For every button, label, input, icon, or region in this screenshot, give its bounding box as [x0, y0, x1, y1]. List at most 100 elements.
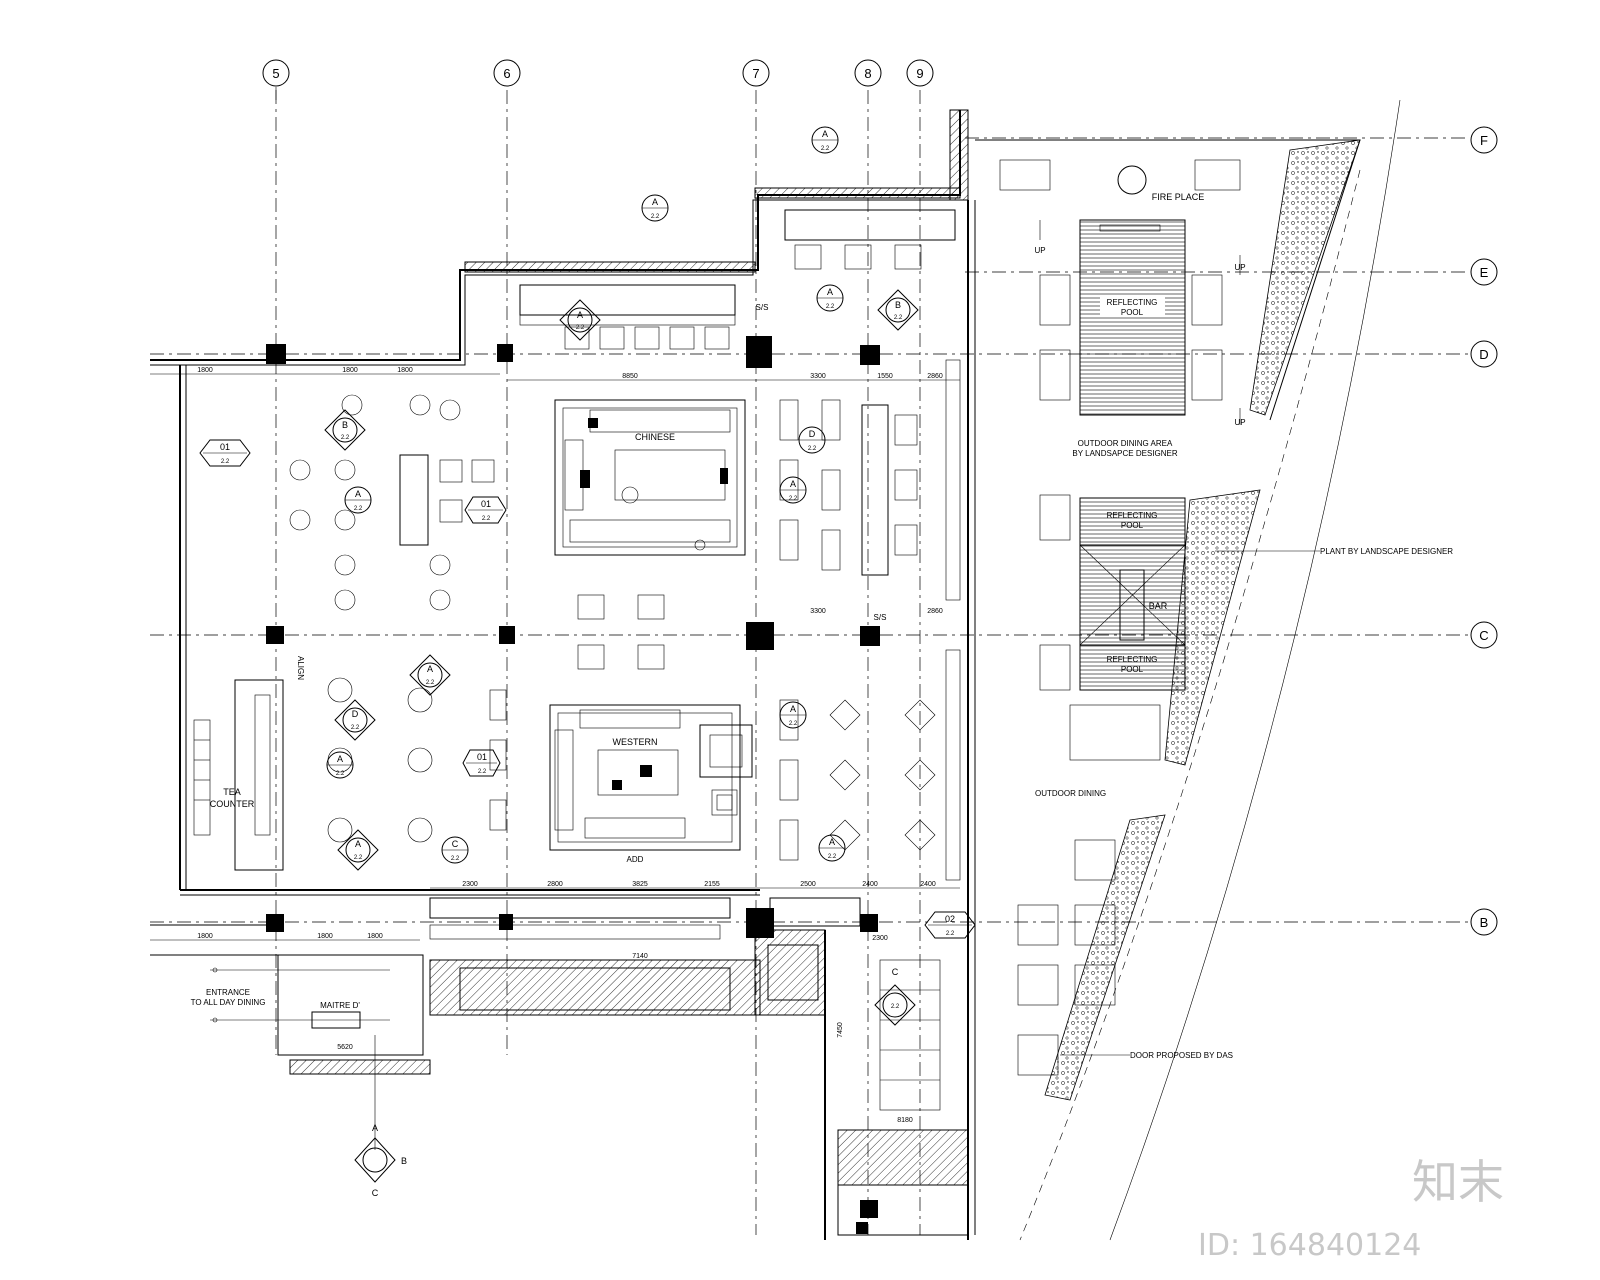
svg-text:REFLECTING: REFLECTING	[1107, 655, 1158, 664]
svg-text:D: D	[352, 709, 359, 719]
svg-text:2.2: 2.2	[828, 854, 837, 860]
booth-seating-top	[519, 209, 956, 350]
grid-bubble-E: E	[1470, 258, 1498, 286]
svg-text:7450: 7450	[837, 1022, 844, 1038]
svg-text:OUTDOOR DINING AREA: OUTDOOR DINING AREA	[1078, 439, 1173, 448]
grid-bubble-B: B	[1470, 908, 1498, 936]
svg-text:1800: 1800	[197, 933, 213, 940]
elevation-marker: A 2.2	[326, 751, 354, 779]
svg-text:B: B	[895, 300, 901, 310]
svg-text:ALIGN: ALIGN	[296, 656, 305, 680]
svg-text:2.2: 2.2	[351, 725, 360, 731]
svg-text:8850: 8850	[622, 373, 638, 380]
tag-01-center: 01 2.2	[464, 496, 507, 524]
elevation-marker: A 2.2	[641, 194, 669, 222]
grid-bubble-6: 6	[493, 59, 521, 87]
outdoor-area: FIRE PLACE REFLECTING POOL REFLECTING PO…	[975, 99, 1401, 1241]
svg-text:A: A	[827, 287, 833, 297]
outdoor-annotations: OUTDOOR DINING AREA BY LANDSAPCE DESIGNE…	[1035, 439, 1453, 1060]
grid-bubble-7: 7	[742, 59, 770, 87]
svg-text:2.2: 2.2	[576, 325, 585, 331]
svg-text:REFLECTING: REFLECTING	[1107, 298, 1158, 307]
svg-text:2155: 2155	[704, 881, 720, 888]
watermark-logo: 知末	[1412, 1155, 1504, 1209]
svg-text:1800: 1800	[317, 933, 333, 940]
section-marker-bottom: A B C	[354, 1035, 407, 1198]
svg-text:2400: 2400	[920, 881, 936, 888]
svg-text:1800: 1800	[197, 367, 213, 374]
elevation-marker: D 2.2	[334, 699, 376, 741]
svg-text:2.2: 2.2	[482, 516, 491, 522]
four-top-tables	[829, 699, 936, 851]
svg-text:ENTRANCE: ENTRANCE	[206, 988, 250, 997]
zone-label-chinese: CHINESE	[635, 432, 675, 442]
svg-text:1550: 1550	[877, 373, 893, 380]
svg-text:B: B	[1480, 915, 1489, 930]
dimension-strings: 1800 1800 1800 8850 3300 1550 2860 3300 …	[150, 367, 960, 1124]
elevation-marker: C 2.2	[874, 967, 916, 1026]
tag-01-left: 01 2.2	[199, 439, 251, 467]
svg-text:2800: 2800	[547, 881, 563, 888]
watermark: 知末 ID: 164840124	[1198, 1155, 1504, 1263]
grid-bubble-5: 5	[262, 59, 290, 100]
svg-text:REFLECTING: REFLECTING	[1107, 511, 1158, 520]
svg-text:COUNTER: COUNTER	[210, 799, 255, 809]
gridlines	[150, 90, 1470, 1235]
svg-text:UP: UP	[1034, 246, 1045, 255]
svg-text:B: B	[342, 420, 348, 430]
svg-text:7: 7	[752, 66, 759, 81]
western-kitchen: WESTERN ADD	[549, 704, 753, 864]
svg-text:3825: 3825	[632, 881, 648, 888]
svg-text:2.2: 2.2	[826, 304, 835, 310]
round-tables-left	[289, 394, 461, 843]
svg-text:OUTDOOR DINING: OUTDOOR DINING	[1035, 789, 1106, 798]
svg-text:2.2: 2.2	[651, 214, 660, 220]
svg-text:2.2: 2.2	[426, 680, 435, 686]
svg-text:2.2: 2.2	[894, 315, 903, 321]
svg-text:01: 01	[481, 499, 491, 509]
elevation-marker: A 2.2	[337, 829, 379, 871]
svg-text:8180: 8180	[897, 1117, 913, 1124]
grid-bubble-C: C	[1470, 621, 1498, 649]
elevation-marker: A 2.2	[816, 284, 844, 312]
svg-text:C: C	[892, 967, 899, 977]
square-tables-center	[489, 594, 665, 831]
grid-bubble-9: 9	[906, 59, 934, 87]
entrance-area: MAITRE D' ENTRANCE TO ALL DAY DINING 562…	[191, 967, 390, 1051]
svg-text:2.2: 2.2	[478, 769, 487, 775]
service-counter-bottom	[429, 897, 941, 1111]
svg-text:POOL: POOL	[1121, 521, 1144, 530]
grid-bubble-D: D	[1470, 340, 1498, 368]
svg-text:2.2: 2.2	[341, 435, 350, 441]
misc-labels: S/S S/S ALIGN	[296, 303, 886, 680]
svg-text:PLANT BY LANDSCAPE DESIGNER: PLANT BY LANDSCAPE DESIGNER	[1320, 547, 1453, 556]
svg-text:POOL: POOL	[1121, 308, 1144, 317]
svg-text:2500: 2500	[800, 881, 816, 888]
elevation-marker: A 2.2	[344, 486, 372, 514]
svg-text:9: 9	[916, 66, 923, 81]
svg-text:S/S: S/S	[874, 613, 887, 622]
svg-text:2.2: 2.2	[354, 506, 363, 512]
svg-text:2.2: 2.2	[451, 856, 460, 862]
tables-right-interior	[779, 359, 961, 881]
svg-text:A: A	[652, 197, 658, 207]
building-walls	[150, 109, 976, 1240]
elevation-marker: C 2.2	[441, 836, 469, 864]
elevation-marker: A 2.2	[811, 126, 839, 154]
svg-text:2.2: 2.2	[336, 771, 345, 777]
elevation-marker: B 2.2	[877, 289, 919, 331]
svg-text:C: C	[372, 1188, 379, 1198]
svg-text:2860: 2860	[927, 608, 943, 615]
svg-text:D: D	[1479, 347, 1488, 362]
svg-text:5: 5	[272, 66, 279, 81]
svg-text:7140: 7140	[632, 953, 648, 960]
svg-text:2.2: 2.2	[789, 721, 798, 727]
svg-text:A: A	[822, 129, 828, 139]
svg-text:1800: 1800	[367, 933, 383, 940]
zone-label-maitre: MAITRE D'	[320, 1001, 360, 1010]
elevation-marker: A 2.2	[779, 701, 807, 729]
elevation-marker: A 2.2	[818, 834, 846, 862]
grid-bubble-F: F	[1470, 126, 1498, 154]
svg-text:TEA: TEA	[223, 787, 241, 797]
